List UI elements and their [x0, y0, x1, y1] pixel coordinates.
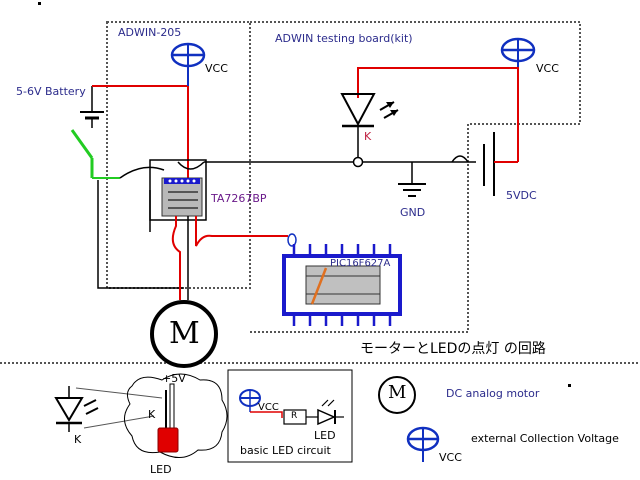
bus-hop-2: [177, 161, 205, 170]
gnd-label: GND: [400, 206, 426, 219]
adwin-205-label: ADWIN-205: [118, 26, 182, 39]
basic-circuit-led-label: LED: [314, 429, 336, 442]
basic-circuit-r-label: R: [291, 411, 298, 421]
pic-chip: [282, 244, 402, 326]
led-k-label: K: [364, 130, 372, 143]
junction-node: [352, 156, 364, 168]
basic-circuit-led: [317, 399, 344, 426]
legend-plus5v: +5V: [162, 372, 186, 385]
vcc-label-1: VCC: [205, 62, 228, 75]
supply-5vdc-symbol: [483, 132, 518, 196]
legend-cloud: [124, 373, 228, 458]
legend-ext-desc: external Collection Voltage: [471, 432, 619, 445]
gnd-symbol: [398, 162, 426, 197]
legend-physical-led: [157, 383, 179, 453]
legend-vcc-label: VCC: [439, 451, 462, 464]
legend-k-right: K: [148, 408, 156, 421]
supply-label: 5VDC: [506, 189, 537, 202]
vcc-symbol-1: [170, 42, 206, 86]
legend-motor-letter: M: [388, 382, 407, 403]
switch-symbol: [70, 129, 120, 179]
corner-dot: [568, 384, 571, 387]
legend-motor-desc: DC analog motor: [446, 387, 540, 400]
basic-circuit-vcc-symbol: [239, 389, 261, 412]
legend-led-label: LED: [150, 463, 172, 476]
vcc-label-2: VCC: [536, 62, 559, 75]
chip-label: TA7267BP: [211, 192, 267, 205]
corner-dot: [38, 2, 41, 5]
led-power-wire: [357, 67, 519, 162]
wire-hop-pic: [287, 233, 297, 247]
legend-motor-symbol: [378, 376, 416, 414]
bus-hop-1: [119, 166, 165, 179]
motor-wire-red: [171, 216, 181, 300]
led-symbol: [340, 93, 399, 128]
battery-negative-wire: [97, 180, 184, 289]
testing-board-label: ADWIN testing board(kit): [275, 32, 413, 45]
basic-circuit-vcc-label: VCC: [258, 402, 279, 413]
legend-k-left: K: [74, 433, 82, 446]
chip-to-pic-wire: [195, 216, 288, 247]
motor-letter: M: [169, 316, 200, 351]
legend-pointer-2: [83, 415, 155, 429]
battery-symbol: [80, 86, 104, 128]
battery-label: 5-6V Battery: [16, 85, 86, 98]
legend-pointer-1: [75, 387, 163, 399]
basic-circuit-title: basic LED circuit: [240, 444, 331, 457]
ta7267bp-chip: [149, 159, 207, 232]
legend-led-symbol: [54, 386, 99, 432]
adwin-205-box: [106, 21, 251, 289]
vcc-symbol-2: [500, 37, 536, 68]
bus-hop-3: [451, 155, 469, 163]
pic-label: PIC16F627A: [330, 258, 391, 269]
basic-circuit-wire: [250, 411, 283, 418]
testing-board-box: [250, 21, 581, 333]
motor-symbol: [150, 300, 218, 368]
legend-vcc-symbol: [406, 426, 440, 462]
diagram-title: モーターとLEDの点灯 の回路: [360, 341, 546, 357]
